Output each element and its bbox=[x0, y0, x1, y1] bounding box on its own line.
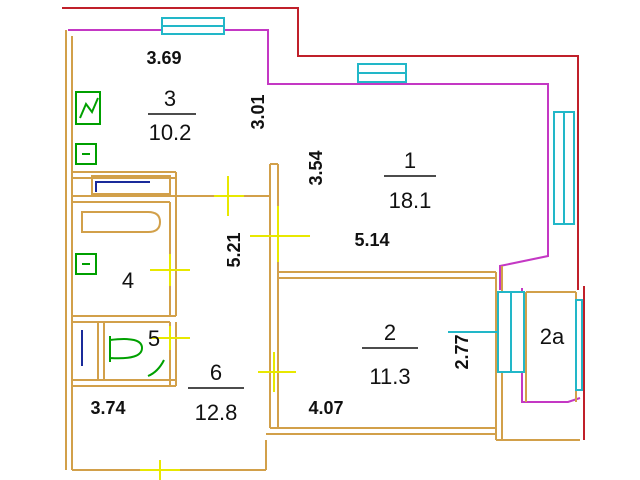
room-6-number: 6 bbox=[210, 360, 222, 385]
dim-room2-width: 4.07 bbox=[308, 398, 343, 418]
stove-icon bbox=[75, 91, 101, 125]
outer-boundary bbox=[62, 7, 585, 440]
window-balcony bbox=[575, 299, 583, 391]
sink-icon bbox=[75, 143, 97, 165]
room-6-area: 12.8 bbox=[195, 400, 238, 425]
windows bbox=[161, 17, 583, 391]
washbasin-icon bbox=[75, 253, 97, 275]
dim-room2-depth: 2.77 bbox=[452, 334, 472, 369]
dim-room3-depth: 3.01 bbox=[248, 94, 268, 129]
room-labels: 3 10.2 1 18.1 2 11.3 2a 4 5 6 12.8 bbox=[122, 86, 565, 425]
room-2-number: 2 bbox=[384, 320, 396, 345]
outer-red-line bbox=[62, 7, 579, 290]
kitchen-counter-icon bbox=[91, 175, 171, 195]
room-4-number: 4 bbox=[122, 268, 134, 293]
fixtures bbox=[75, 91, 171, 377]
dim-top-width: 3.69 bbox=[146, 48, 181, 68]
walls bbox=[65, 30, 580, 471]
dimension-labels: 3.69 3.01 3.54 5.14 5.21 2.77 4.07 3.74 bbox=[90, 48, 472, 418]
room-1-area: 18.1 bbox=[389, 188, 432, 213]
room-2-area: 11.3 bbox=[369, 364, 410, 389]
room-3-area: 10.2 bbox=[149, 120, 192, 145]
room-3-number: 3 bbox=[164, 86, 176, 111]
dim-room1-depth: 3.54 bbox=[306, 150, 326, 185]
room-1-number: 1 bbox=[404, 148, 416, 173]
dim-corridor-length: 5.21 bbox=[224, 232, 244, 267]
toilet-icon bbox=[109, 336, 144, 362]
room-2a-number: 2a bbox=[540, 324, 565, 349]
door-markers bbox=[140, 176, 310, 480]
room-5-number: 5 bbox=[148, 326, 160, 351]
dim-room1-width: 5.14 bbox=[354, 230, 389, 250]
dim-hall-width: 3.74 bbox=[90, 398, 125, 418]
bathtub-icon bbox=[81, 211, 162, 233]
